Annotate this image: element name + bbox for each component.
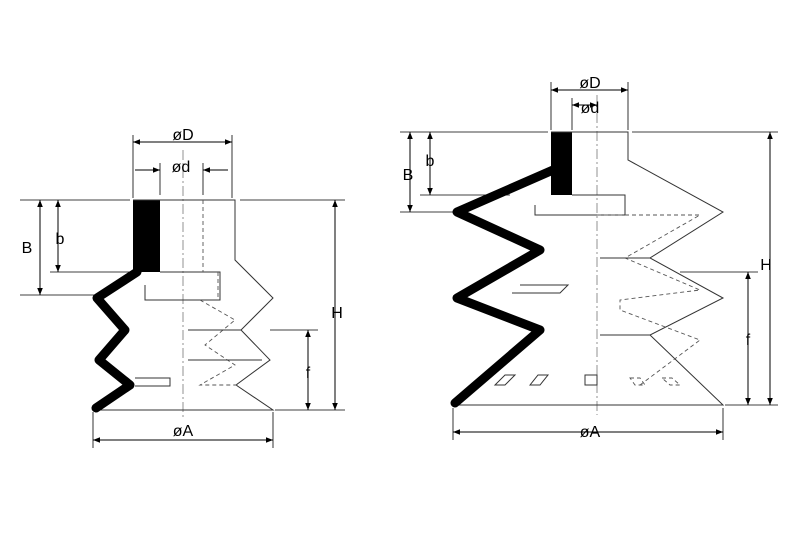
left-label-base-diameter: øA	[173, 423, 194, 440]
left-hidden-lines	[198, 200, 240, 386]
left-label-f: f	[306, 365, 311, 382]
right-label-inner-diameter: ød	[581, 100, 600, 117]
right-label-f: f	[746, 332, 751, 349]
right-label-base-diameter: øA	[580, 424, 601, 441]
left-label-B: B	[22, 240, 33, 257]
right-bellows-cup: øD ød B b H f øA	[400, 75, 778, 441]
right-inner-step	[534, 194, 626, 216]
right-base-holes	[493, 374, 682, 386]
left-section-profile	[91, 267, 142, 413]
right-hidden-lines	[597, 214, 702, 386]
right-section-profile	[450, 165, 558, 408]
left-inner-step	[144, 271, 221, 301]
left-top-wall-section	[133, 200, 160, 272]
left-label-b: b	[56, 231, 65, 248]
right-label-H: H	[760, 257, 772, 274]
left-bellows-cup: øD ød B b H f øA	[20, 127, 345, 448]
right-label-B: B	[403, 167, 414, 184]
right-label-outer-top-diameter: øD	[579, 75, 600, 92]
left-label-inner-diameter: ød	[172, 159, 191, 176]
left-slot	[135, 377, 171, 387]
right-top-wall-section	[551, 132, 572, 195]
right-slot	[512, 284, 570, 294]
left-label-H: H	[331, 305, 343, 322]
right-label-b: b	[426, 153, 435, 170]
left-label-outer-top-diameter: øD	[172, 127, 193, 144]
